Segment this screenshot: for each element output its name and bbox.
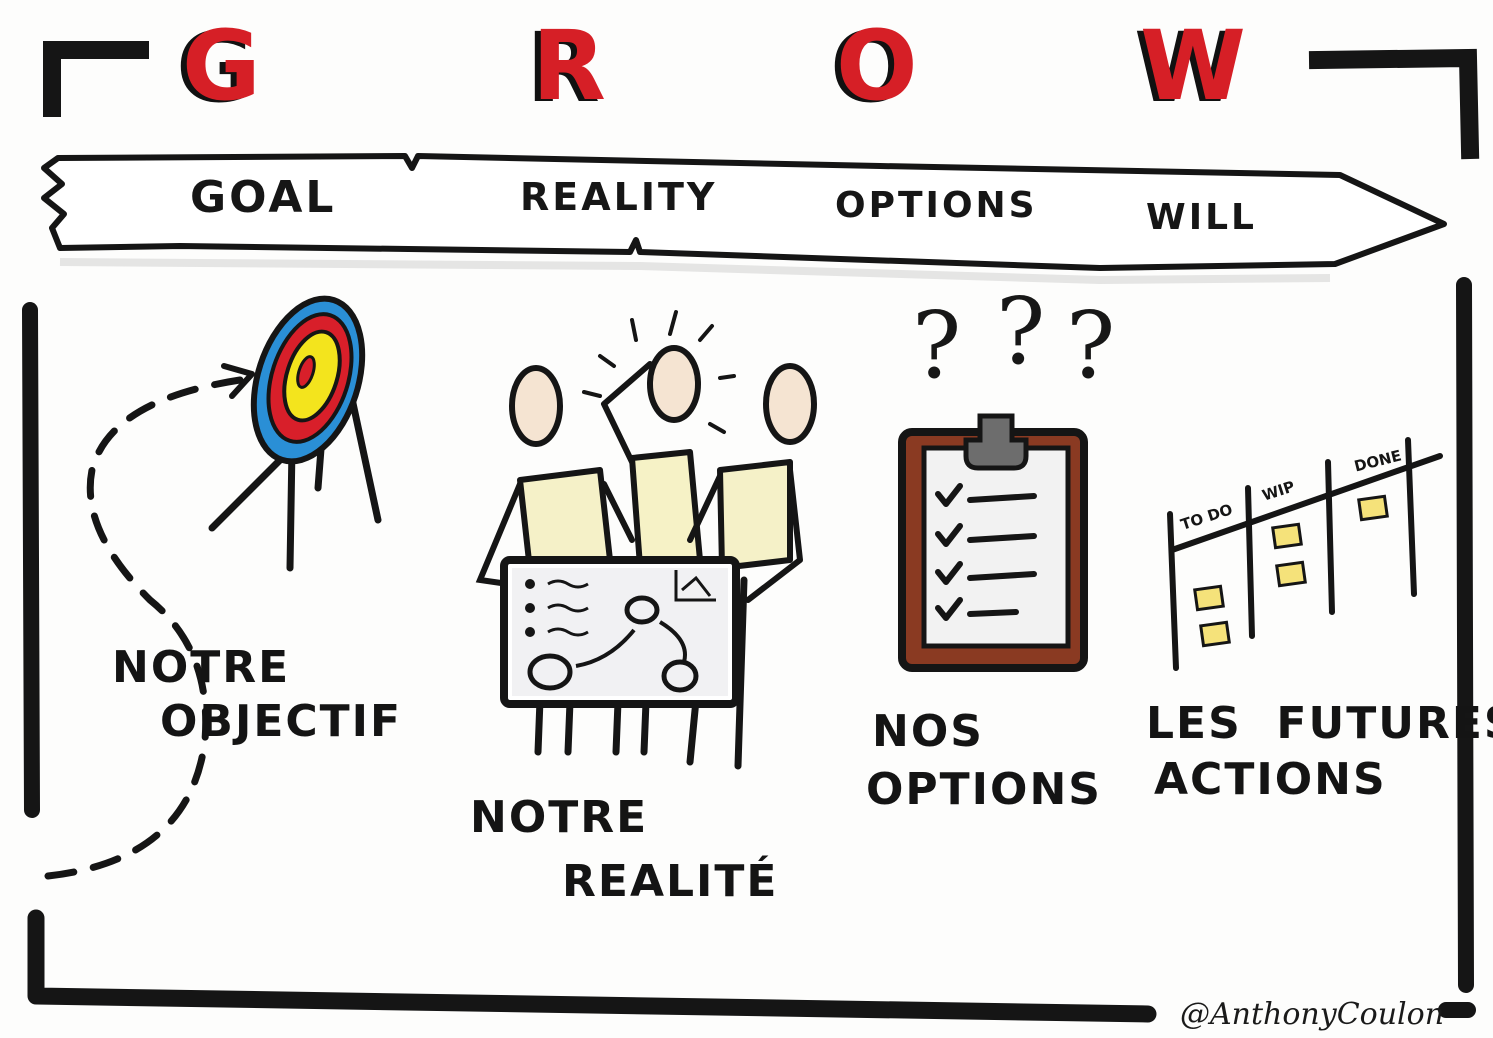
caption-options-line2: OPTIONS	[866, 764, 1102, 815]
caption-reality-line2: REALITÉ	[562, 856, 779, 907]
arrow-label-reality: REALITY	[520, 175, 718, 219]
kanban-board-icon	[1167, 437, 1443, 671]
frame-top-left-corner	[43, 41, 149, 117]
title-letter-g: G	[182, 10, 261, 122]
caption-reality-line1: NOTRE	[470, 792, 649, 843]
arrow-label-options: OPTIONS	[835, 185, 1038, 226]
target-icon	[44, 295, 382, 880]
caption-options-line1: NOS	[872, 706, 984, 757]
arrow-label-goal: GOAL	[190, 172, 337, 223]
frame-top-right-corner	[1308, 48, 1480, 160]
caption-will-line1: LES FUTURES	[1146, 698, 1493, 749]
question-mark: ?	[912, 292, 962, 399]
frame-right-edge	[1456, 277, 1474, 993]
title-letter-r: R	[532, 10, 606, 122]
caption-goal-line2: OBJECTIF	[160, 696, 403, 747]
question-mark: ?	[1066, 292, 1116, 399]
question-mark: ?	[996, 278, 1046, 385]
grow-timeline-arrow	[41, 153, 1447, 271]
arrow-label-will: WILL	[1146, 197, 1257, 238]
author-signature: @AnthonyCoulon	[1180, 997, 1445, 1032]
caption-will-line2: ACTIONS	[1154, 754, 1387, 805]
title-letter-o: O	[836, 10, 918, 122]
clipboard-checklist-icon	[898, 413, 1088, 672]
title-letter-w: W	[1140, 10, 1246, 122]
frame-bottom-edge	[27, 909, 1157, 1023]
frame-left-edge	[22, 302, 40, 818]
caption-goal-line1: NOTRE	[112, 642, 291, 693]
team-board-icon	[475, 310, 817, 770]
